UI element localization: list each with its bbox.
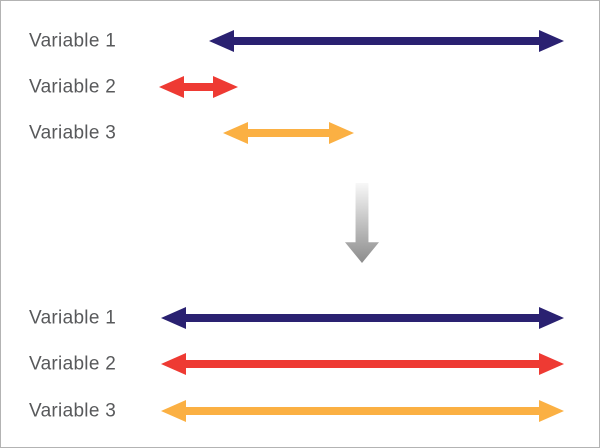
variable-3-range-arrow-icon — [248, 129, 329, 137]
variable-1-label-before: Variable 1 — [29, 30, 117, 52]
variable-2-range-arrow-icon — [184, 83, 213, 91]
variable-2-scaled-arrow-icon — [186, 360, 539, 368]
variable-2-label-before: Variable 2 — [29, 76, 117, 98]
variable-3-label-before: Variable 3 — [29, 122, 117, 144]
down-arrow-icon — [345, 183, 379, 263]
variable-3-scaled-arrow-icon — [186, 407, 539, 415]
variable-3-label-after: Variable 3 — [29, 400, 117, 422]
variable-1-label-after: Variable 1 — [29, 307, 117, 329]
variable-1-scaled-arrow-icon — [186, 314, 539, 322]
variable-1-range-arrow-icon — [234, 37, 539, 45]
variable-2-label-after: Variable 2 — [29, 353, 117, 375]
